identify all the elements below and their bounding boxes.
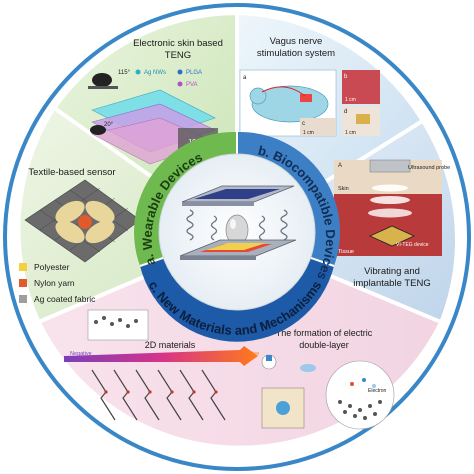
double-layer-title-line1: The formation of electric [276,328,373,338]
double-layer-illustration: Electron [261,354,395,430]
device-label: VI-TEG device [396,242,429,248]
scale-b: 1 cm [345,97,356,103]
probe-label: Ultrasound probe [408,165,450,171]
panel-d-label: d [344,109,347,115]
skin-title-line2: TENG [165,50,191,61]
vagus-title-line2: stimulation system [257,48,335,59]
flower-center-icon [78,215,92,229]
tissue-label: Tissue [338,249,354,255]
textile-illustration [24,179,141,263]
implant-panel-label: A [338,163,342,169]
implant-caption-line1: Vibrating and [364,266,420,277]
panel-b-label: b [344,74,348,80]
zoom-circle [325,360,395,430]
legend-ag-fabric: Ag coated fabric [34,294,96,304]
vagus-photo-c [300,118,336,136]
scale-d: 1 cm [345,130,356,136]
legend-swatch-nylon [19,279,27,287]
spring-icon [186,209,288,241]
skin-title-line1: Electronic skin based [133,38,223,49]
periodic-box [87,309,149,341]
implant-caption-line2: implantable TENG [353,278,430,289]
legend-agnws: Ag NWs [144,70,166,76]
legend-polyester: Polyester [34,262,70,272]
contact-angle-top: 115° [118,70,131,76]
legend-swatch-polyester [19,263,27,271]
double-layer-title-line2: double-layer [299,340,349,350]
vagus-title-line1: Vagus nerve [270,36,323,47]
electron-label: Electron [368,388,387,394]
legend-pva: PVA [186,82,198,88]
implant-device-icon [369,225,415,247]
skin-label: Skin [338,186,349,192]
legend-plga: PLGA [186,70,202,76]
legend-swatch-ag [19,295,27,303]
materials-illustration: 2D materials Negative Positive [64,309,259,421]
textile-title: Textile-based sensor [28,167,115,178]
probe-icon [369,159,411,173]
implant-illustration: A Ultrasound probe Skin VI-TEG device Ti… [334,159,450,256]
skin-legend: Ag NWs PLGA PVA [135,69,202,88]
negative-label: Negative [70,351,92,357]
panel-a-label: a [243,75,247,81]
contact-angle-bottom: 20° [104,122,114,128]
materials-title: 2D materials [145,340,196,350]
panel-c-label: c [302,121,305,127]
legend-nylon: Nylon yarn [34,278,75,288]
scale-c: 1 cm [303,130,314,136]
textile-legend: Polyester Nylon yarn Ag coated fabric [19,262,96,304]
droplet-icon [92,73,112,87]
triboelectric-series-arrow [64,346,258,366]
center-device-illustration [179,185,297,260]
vagus-photo-b [342,70,380,104]
vagus-illustration: a b 1 cm d 1 cm c 1 cm [239,69,380,137]
